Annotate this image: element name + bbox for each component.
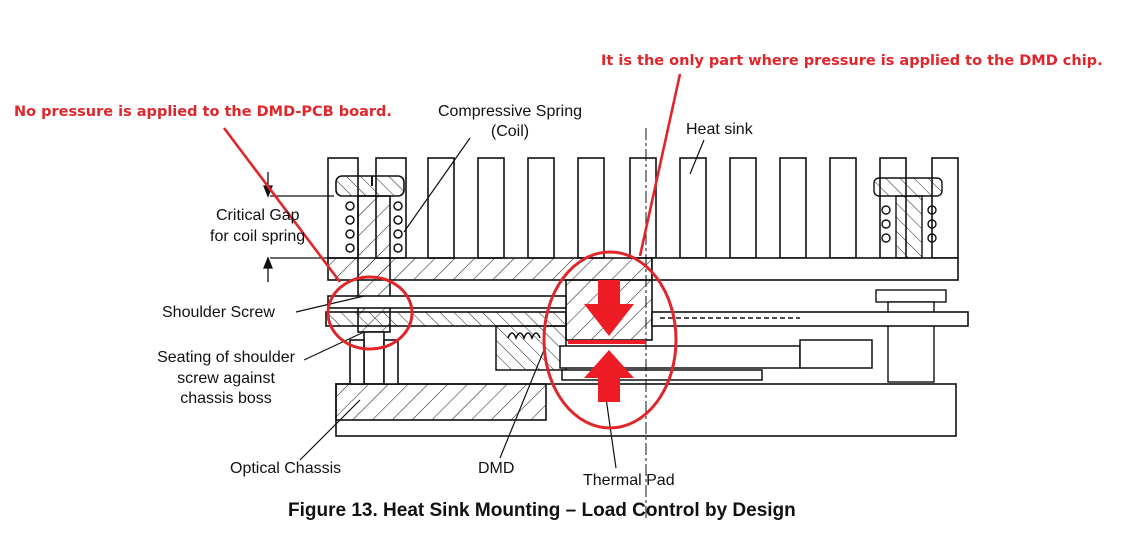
red-highlights	[222, 73, 682, 430]
dmd-package	[495, 325, 873, 381]
compressive-spring-label-line1: Compressive Spring	[437, 103, 583, 120]
no-pressure-pointer	[222, 127, 342, 283]
only-part-note: It is the only part where pressure is ap…	[601, 53, 1103, 69]
no-pressure-note: No pressure is applied to the DMD-PCB bo…	[14, 104, 392, 120]
heat-sink-label: Heat sink	[686, 121, 753, 138]
critical-gap-label-line2: for coil spring	[210, 228, 306, 245]
upward-pressure-arrow	[584, 350, 634, 402]
left-screw-highlight-circle	[326, 275, 414, 351]
critical-gap-label-line1: Critical Gap	[216, 207, 300, 224]
seating-label-line1: Seating of shoulder	[157, 349, 295, 366]
seating-label-line2: screw against	[177, 370, 275, 387]
pressure-arrows	[568, 280, 646, 402]
thermal-pad-highlight-ellipse	[542, 250, 678, 430]
dmd-label: DMD	[478, 460, 515, 477]
compressive-spring-label-line2: (Coil)	[490, 123, 530, 140]
optical-chassis-label: Optical Chassis	[230, 460, 342, 477]
shoulder-screw	[335, 175, 405, 413]
thermal-pad-label: Thermal Pad	[583, 472, 675, 489]
compressive-spring-coils	[345, 201, 403, 253]
only-part-pointer	[638, 73, 682, 257]
dmd-pcb-board	[325, 295, 969, 327]
thermal-pad-red-bar	[568, 340, 646, 344]
shoulder-screw-label: Shoulder Screw	[162, 304, 275, 321]
seating-label-line3: chassis boss	[180, 390, 272, 407]
critical-gap-dimension	[263, 172, 334, 282]
downward-pressure-arrow	[584, 280, 634, 336]
figure-caption: Figure 13. Heat Sink Mounting – Load Con…	[288, 500, 796, 521]
